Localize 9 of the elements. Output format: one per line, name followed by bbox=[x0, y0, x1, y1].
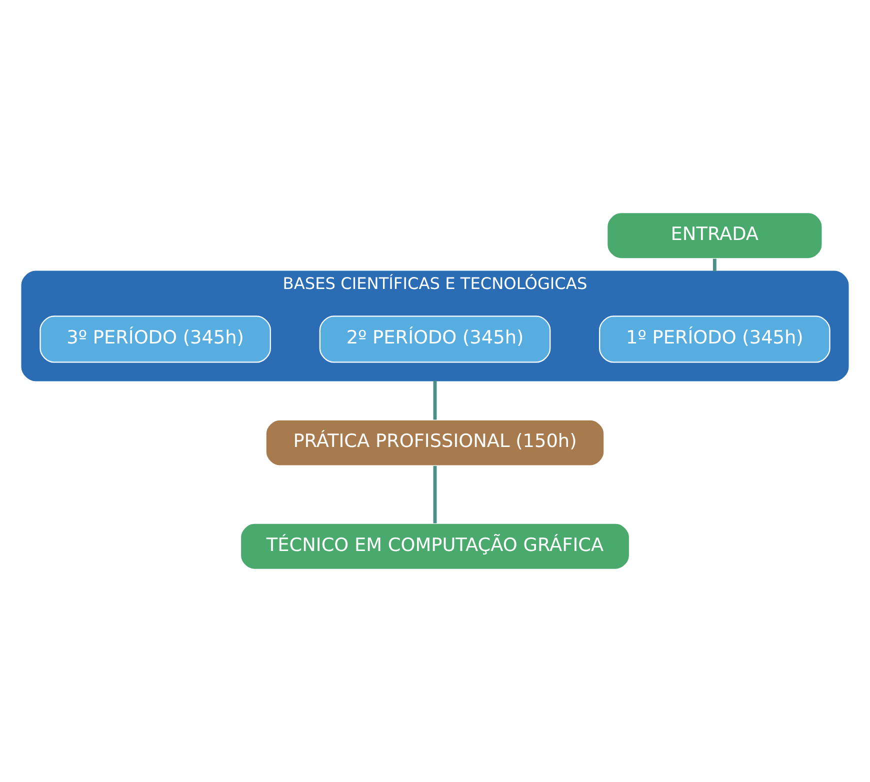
node-box: 2º PERÍODO (345h) bbox=[319, 316, 551, 363]
connector bbox=[433, 380, 437, 420]
node-box: 3º PERÍODO (345h) bbox=[40, 316, 271, 363]
node-box: 1º PERÍODO (345h) bbox=[599, 316, 830, 363]
node-box: PRÁTICA PROFISSIONAL (150h) bbox=[265, 419, 605, 466]
connector bbox=[433, 466, 437, 524]
node-box: ENTRADA bbox=[606, 212, 823, 260]
connector bbox=[712, 258, 716, 272]
node-box: TÉCNICO EM COMPUTAÇÃO GRÁFICA bbox=[240, 522, 630, 570]
